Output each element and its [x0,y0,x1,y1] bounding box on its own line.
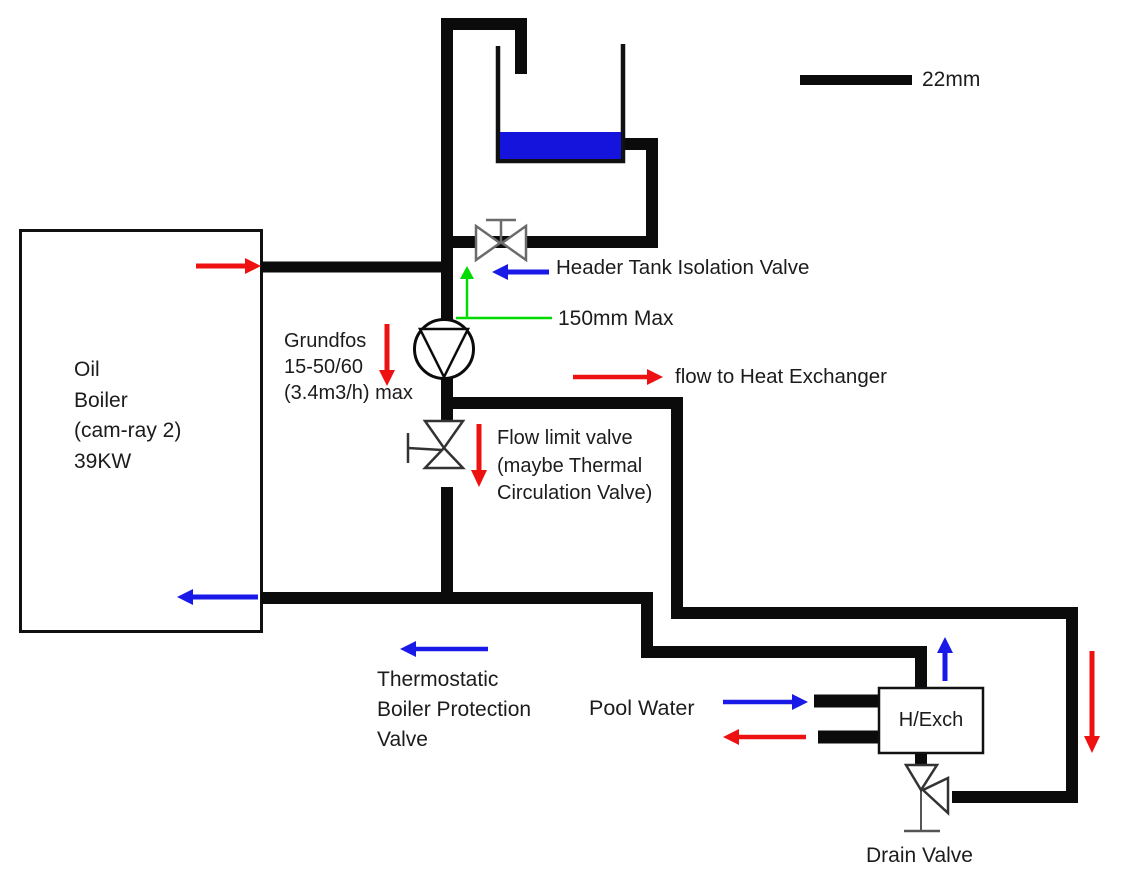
thermostatic-line-2: Boiler Protection [377,698,532,721]
heat-exchanger-return-pipe [261,592,927,692]
thermostatic-line-1: Thermostatic [377,668,499,691]
header-tank-isolation-valve-icon [474,218,528,263]
pool-water-out-arrow [723,729,806,745]
heat-exchanger-label: H/Exch [898,709,964,731]
height-measure-indicator [456,266,552,320]
drain-valve-label: Drain Valve [866,844,973,867]
heat-exchanger-supply-loop-pipe [671,397,1078,803]
boiler-return-arrow [177,589,258,605]
pump-flow-down-arrow [379,324,395,386]
heat-exchanger-return-up-arrow [937,637,953,681]
header-tank-water [500,132,621,159]
pump-spec-label: Grundfos 15-50/60 (3.4m3/h) max [284,328,413,406]
flow-to-heat-exchanger-arrow [573,369,663,385]
flow-limit-valve-label: Flow limit valve (maybe Thermal Circulat… [497,425,652,508]
drain-valve-icon [903,763,950,833]
oil-boiler-label: Oil Boiler (cam-ray 2) 39KW [74,355,181,477]
boiler-line-1: Oil [74,358,100,381]
flow-limit-line-1: Flow limit valve [497,427,633,449]
oil-boiler-box [19,229,263,633]
boiler-line-3: (cam-ray 2) [74,419,182,442]
boiler-line-4: 39KW [74,449,132,473]
height-max-label: 150mm Max [558,307,674,330]
flow-limit-valve-icon [406,419,466,470]
legend-pipe-size-label: 22mm [922,68,981,91]
supply-down-arrow [1084,651,1100,753]
flow-limit-valve-down-arrow [471,424,487,487]
flow-limit-line-3: Circulation Valve) [497,482,653,504]
heat-exchanger-box [877,686,985,755]
thermostatic-return-arrow [400,641,488,657]
flow-limit-line-2: (maybe Thermal [497,454,643,477]
header-tank-feed-pipe [441,138,658,248]
boiler-flow-out-arrow [196,258,261,274]
pump-spec-line-1: Grundfos [284,330,367,352]
pool-water-label: Pool Water [589,696,695,720]
header-tank-isolation-valve-label: Header Tank Isolation Valve [556,256,810,279]
flow-to-heat-exchanger-label: flow to Heat Exchanger [675,365,887,388]
thermostatic-line-3: Valve [377,728,428,751]
pool-water-in-arrow [723,694,808,710]
header-tank [495,44,626,164]
pump-spec-line-2: 15-50/60 [284,356,363,378]
isolation-valve-pointer-arrow [492,264,549,280]
pump-spec-line-3: (3.4m3/h) max [284,382,413,404]
boiler-line-2: Boiler [74,388,128,412]
thermostatic-valve-label: Thermostatic Boiler Protection Valve [377,665,531,755]
vent-pipe [441,18,527,356]
pump-icon [413,318,475,380]
